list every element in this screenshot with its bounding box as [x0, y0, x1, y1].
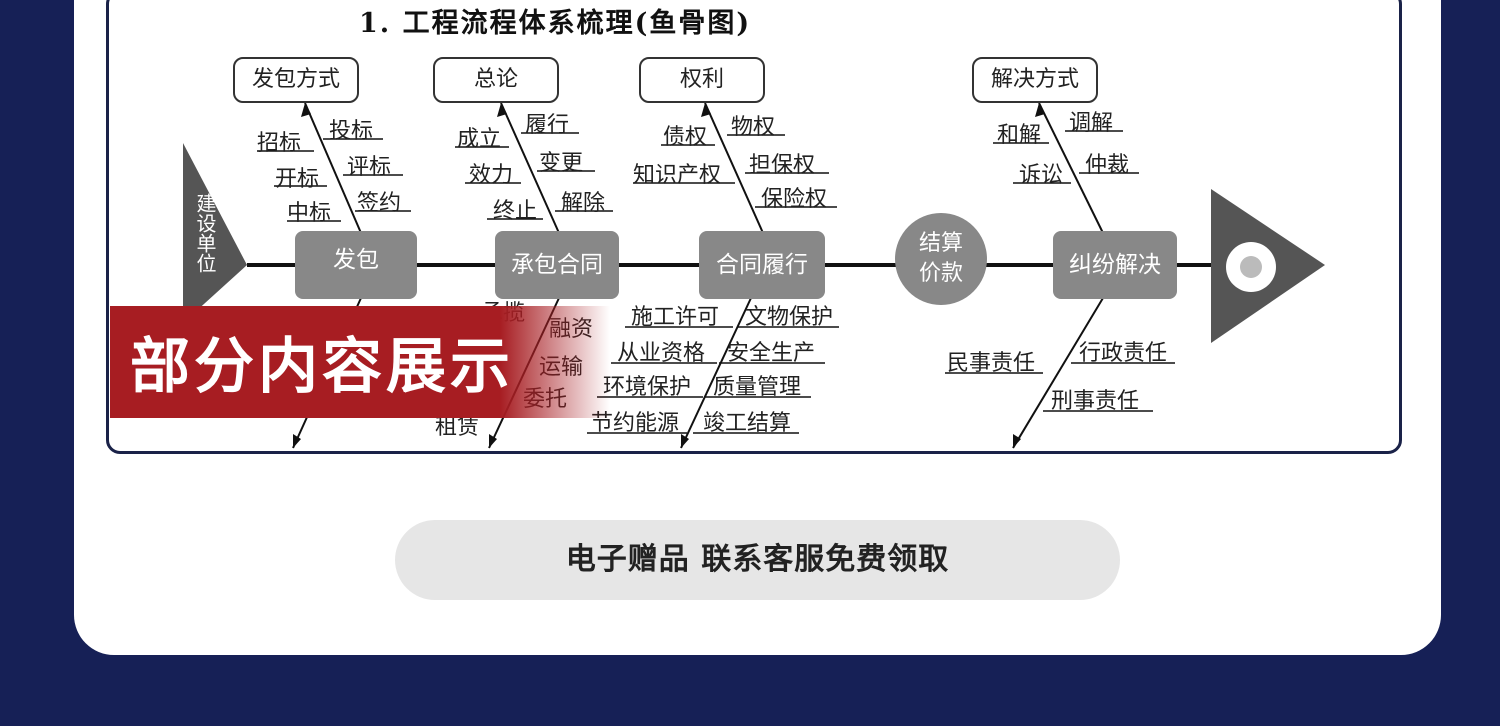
spine-node-fabao: 发包: [295, 231, 417, 299]
top-box-zonglun: 总论: [433, 57, 559, 103]
branch-label: 和解: [997, 123, 1042, 148]
top-box-jiejue: 解决方式: [972, 57, 1098, 103]
branch-label: 质量管理: [713, 375, 802, 400]
fish-head: [183, 143, 247, 323]
branch-label: 物权: [731, 115, 776, 140]
branch-label: 评标: [347, 155, 392, 180]
branch-label: 保险权: [761, 187, 828, 212]
branch-label: 竣工结算: [703, 411, 792, 436]
branch-label: 效力: [469, 163, 514, 188]
head-label: 建设单位: [193, 193, 217, 273]
branch-label: 签约: [357, 191, 402, 216]
overlay-banner: [110, 306, 610, 418]
overlay-banner-text: 部分内容展示: [130, 332, 514, 402]
branch-label: 成立: [457, 127, 502, 152]
branch-label: 中标: [287, 201, 332, 226]
spine-node-dispute: 纠纷解决: [1053, 231, 1177, 299]
branch-label: 从业资格: [617, 341, 706, 366]
branch-label: 履行: [525, 113, 570, 138]
branch-label: 开标: [275, 167, 320, 192]
branch-label: 诉讼: [1019, 163, 1064, 188]
branch-label: 调解: [1069, 111, 1114, 136]
branch-label: 文物保护: [745, 305, 834, 330]
branch-label: 终止: [493, 199, 538, 224]
branch-label: 解除: [561, 191, 606, 216]
branch-label: 投标: [329, 119, 374, 144]
spine-node-performance: 合同履行: [699, 231, 825, 299]
diagram-title: 1. 工程流程体系梳理(鱼骨图): [359, 8, 752, 39]
branch-label: 刑事责任: [1051, 389, 1140, 414]
branch-label: 施工许可: [631, 305, 720, 330]
branch-label: 租赁: [435, 415, 480, 440]
spine-node-contract: 承包合同: [495, 231, 619, 299]
branch-label: 仲裁: [1085, 153, 1130, 178]
branch-label: 债权: [663, 125, 708, 150]
settlement-label: 结算价款: [918, 231, 963, 286]
tail-eye-inner: [1240, 256, 1262, 278]
branch-label: 担保权: [749, 153, 816, 178]
top-box-fabao: 发包方式: [233, 57, 359, 103]
branch-label: 安全生产: [727, 341, 816, 366]
branch-label: 变更: [539, 151, 584, 176]
branch-label: 知识产权: [633, 163, 722, 188]
branch-label: 民事责任: [947, 351, 1036, 376]
top-box-quanli: 权利: [639, 57, 765, 103]
branch-label: 招标: [257, 131, 302, 156]
branch-label: 环境保护: [603, 375, 692, 400]
branch-label: 行政责任: [1079, 341, 1168, 366]
free-gift-cta-button[interactable]: 电子赠品 联系客服免费领取: [395, 520, 1120, 600]
spine-node-settlement: 结算价款: [895, 213, 987, 305]
